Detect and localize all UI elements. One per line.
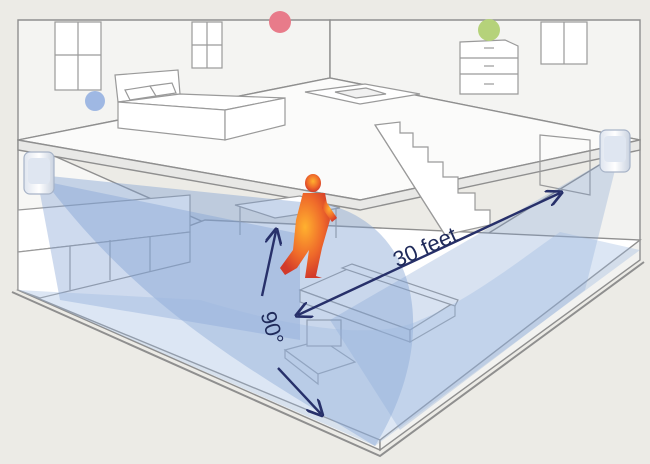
window-right-upper <box>540 21 588 65</box>
motion-sensor-icon <box>23 151 55 195</box>
angle-arrow-up <box>260 231 276 297</box>
measurement-arrows <box>260 193 560 414</box>
base-edge <box>11 261 645 458</box>
window-left-upper <box>54 21 102 91</box>
decorative-dot-red <box>269 11 291 33</box>
dresser <box>459 39 519 95</box>
upstairs-furniture <box>54 21 588 236</box>
window-center-upper <box>191 21 223 69</box>
bed <box>114 69 286 141</box>
distance-arrow <box>298 193 560 315</box>
left-sensor-coverage <box>36 172 300 340</box>
decorative-dot-green <box>478 19 500 41</box>
decorative-dot-blue <box>85 91 105 111</box>
rug <box>304 83 421 105</box>
tv-stand <box>283 319 357 386</box>
back-doorframe <box>539 134 591 196</box>
angle-arrow-down <box>277 367 321 414</box>
kitchen-counter <box>17 194 191 299</box>
motion-sensor-icon <box>599 129 631 173</box>
